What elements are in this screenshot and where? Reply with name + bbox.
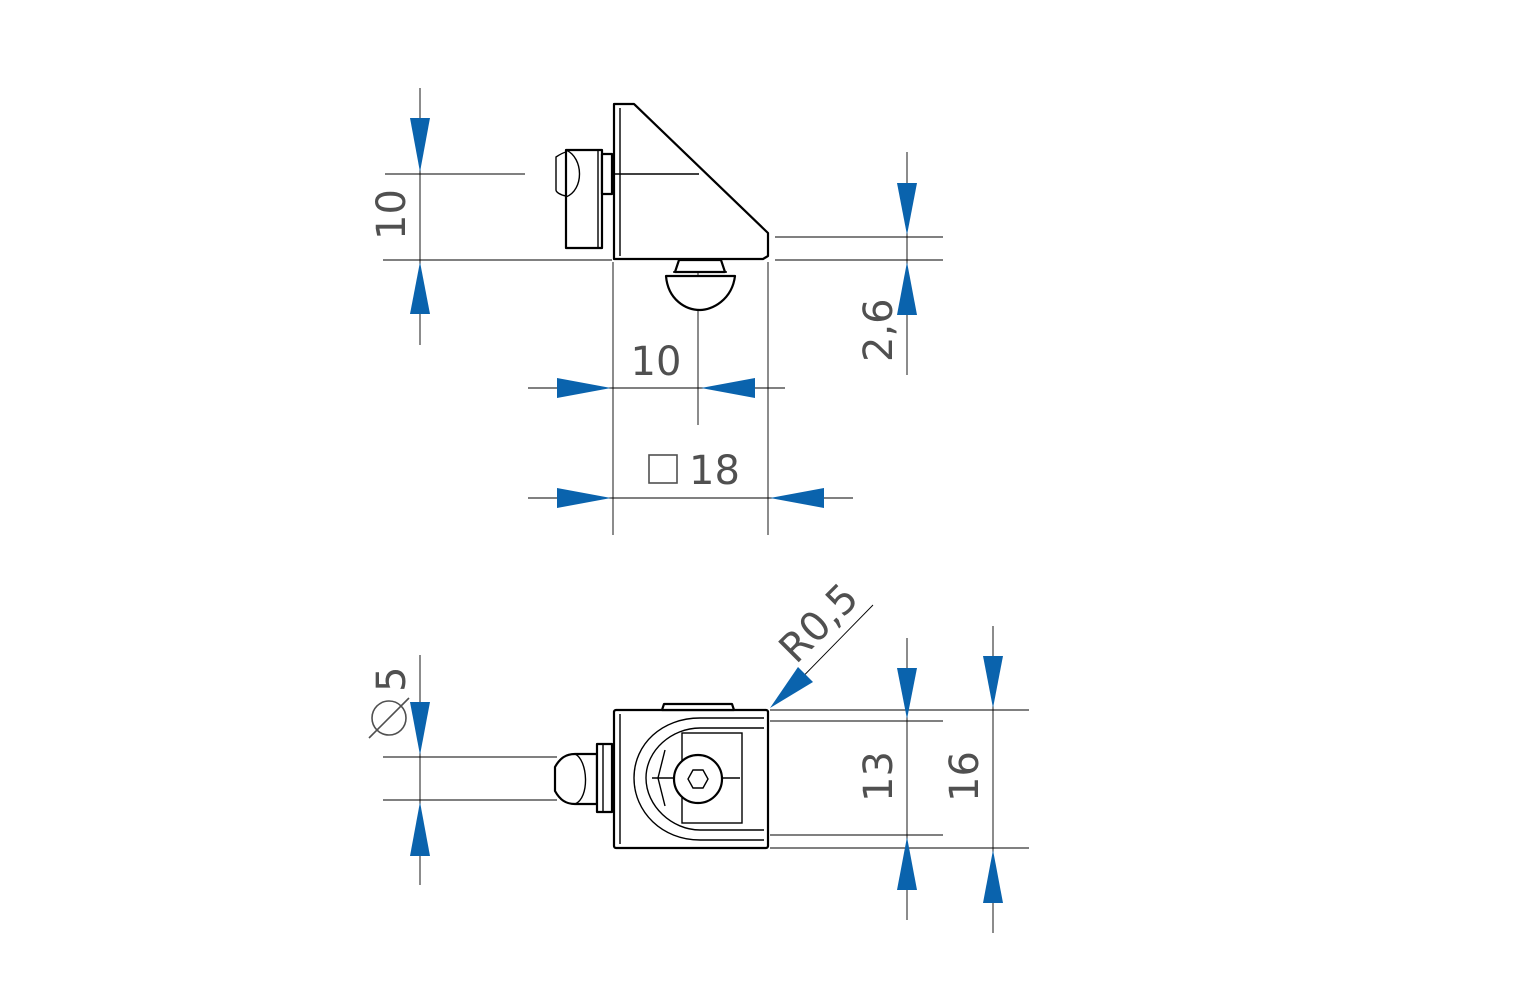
dim-arrow	[983, 656, 1003, 708]
dim-square-size: 18	[689, 448, 740, 494]
dim-radius: R0,5	[771, 575, 868, 672]
dim-arrow	[410, 802, 430, 856]
front-view-arrows	[410, 656, 1003, 903]
dim-front-outer-height: 16	[942, 751, 988, 802]
dim-arrow	[770, 667, 813, 708]
dim-arrow	[897, 183, 917, 235]
dim-arrow	[897, 262, 917, 315]
dim-arrow	[410, 262, 430, 314]
dim-arrow	[701, 378, 755, 398]
dim-top-offset: 2,6	[856, 298, 902, 362]
front-view-part-outline	[553, 702, 770, 850]
dim-arrow	[983, 850, 1003, 903]
dim-arrow	[410, 118, 430, 172]
dim-arrow	[557, 488, 611, 508]
dim-arrow	[897, 837, 917, 890]
dim-top-height: 10	[369, 189, 415, 240]
dim-arrow	[557, 378, 611, 398]
dim-diameter: 5	[369, 667, 415, 692]
dim-top-width: 10	[631, 339, 682, 385]
dim-front-inner-height: 13	[856, 751, 902, 802]
square-symbol-icon	[648, 454, 678, 484]
dim-arrow	[897, 668, 917, 719]
diameter-symbol-icon	[368, 697, 410, 739]
front-view: 5 R0,5 13 16	[368, 575, 1029, 933]
dim-arrow	[770, 488, 824, 508]
side-view-part-outline	[555, 102, 770, 312]
dim-arrow	[410, 702, 430, 755]
side-view: 10 2,6 10 18	[369, 88, 943, 535]
side-view-arrows	[410, 118, 917, 508]
